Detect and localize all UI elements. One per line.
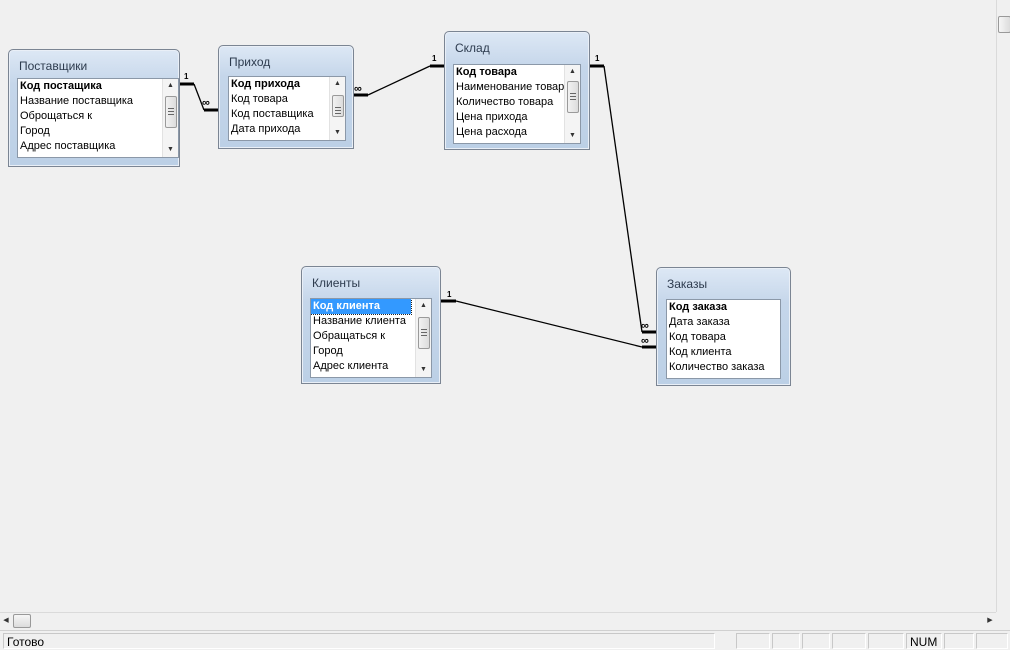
one-label: 1 xyxy=(432,54,437,63)
scroll-up-arrow-icon[interactable]: ▲ xyxy=(334,80,341,87)
field-list[interactable]: Код товара Наименование товара Количеств… xyxy=(453,64,581,144)
relationship-stock-orders[interactable]: 1 ∞ xyxy=(589,54,657,334)
field-list-scrollbar[interactable]: ▲ ▼ xyxy=(329,77,345,140)
one-label: 1 xyxy=(184,72,189,81)
table-title[interactable]: Заказы xyxy=(667,277,708,291)
field-item[interactable]: Обращаться к xyxy=(313,330,386,342)
field-item[interactable]: Код прихода xyxy=(231,78,300,90)
status-panel xyxy=(802,633,830,649)
scroll-thumb[interactable] xyxy=(165,96,177,128)
scroll-down-arrow-icon[interactable]: ▼ xyxy=(420,366,427,373)
field-item[interactable]: Дата прихода xyxy=(231,123,301,135)
scroll-down-arrow-icon[interactable]: ▼ xyxy=(569,132,576,139)
scroll-thumb[interactable] xyxy=(332,95,344,117)
field-item[interactable]: Количество заказа xyxy=(669,361,765,373)
field-item[interactable]: Код товара xyxy=(231,93,288,105)
status-panel xyxy=(832,633,866,649)
field-list[interactable]: Код заказа Дата заказа Код товара Код кл… xyxy=(666,299,781,379)
field-list[interactable]: Код постащика Название поставщика Оброща… xyxy=(17,78,179,158)
status-panel xyxy=(944,633,974,649)
field-item[interactable]: Адрес клиента xyxy=(313,360,389,372)
status-message: Готово xyxy=(3,633,715,649)
scroll-left-arrow-icon[interactable]: ◀ xyxy=(3,617,9,624)
table-clients[interactable]: Клиенты Код клиента Название клиента Обр… xyxy=(301,266,441,384)
table-incoming[interactable]: Приход Код прихода Код товара Код постав… xyxy=(218,45,354,149)
scroll-down-arrow-icon[interactable]: ▼ xyxy=(167,146,174,153)
scroll-up-arrow-icon[interactable]: ▲ xyxy=(167,82,174,89)
status-bar: Готово NUM xyxy=(0,630,1010,650)
scroll-thumb[interactable] xyxy=(567,81,579,113)
field-item[interactable]: Оброщаться к xyxy=(20,110,93,122)
field-list-scrollbar[interactable]: ▲ ▼ xyxy=(564,65,580,143)
field-item[interactable]: Город xyxy=(313,345,343,357)
field-list[interactable]: Код прихода Код товара Код поставщика Да… xyxy=(228,76,346,141)
many-label: ∞ xyxy=(354,83,362,95)
field-item-selected[interactable]: Код клиента xyxy=(311,299,412,315)
scroll-up-arrow-icon[interactable]: ▲ xyxy=(569,68,576,75)
scroll-up-arrow-icon[interactable]: ▲ xyxy=(420,302,427,309)
scroll-thumb[interactable] xyxy=(418,317,430,349)
table-title[interactable]: Клиенты xyxy=(312,276,361,290)
one-label: 1 xyxy=(447,290,452,299)
field-item[interactable]: Код клиента xyxy=(669,346,732,358)
field-item[interactable]: Цена прихода xyxy=(456,111,528,123)
many-label: ∞ xyxy=(641,320,649,332)
field-item[interactable]: Наименование товара xyxy=(456,81,571,93)
many-label: ∞ xyxy=(641,335,649,347)
relationships-canvas[interactable]: 1 ∞ ∞ 1 1 ∞ 1 ∞ Поставщики xyxy=(0,0,996,612)
table-stock[interactable]: Склад Код товара Наименование товара Кол… xyxy=(444,31,590,150)
table-title[interactable]: Приход xyxy=(229,55,271,69)
table-orders[interactable]: Заказы Код заказа Дата заказа Код товара… xyxy=(656,267,791,386)
scroll-thumb[interactable] xyxy=(998,16,1010,33)
table-title[interactable]: Склад xyxy=(455,41,490,55)
table-suppliers[interactable]: Поставщики Код постащика Название постав… xyxy=(8,49,180,167)
field-item[interactable]: Код заказа xyxy=(669,301,727,313)
status-panel xyxy=(976,633,1008,649)
scrollbar-corner xyxy=(996,612,1010,628)
relationship-clients-orders[interactable]: 1 ∞ xyxy=(441,290,657,349)
field-item[interactable]: Адрес поставщика xyxy=(20,140,116,152)
many-label: ∞ xyxy=(202,97,210,109)
scroll-thumb[interactable] xyxy=(13,614,31,628)
scroll-down-arrow-icon[interactable]: ▼ xyxy=(334,129,341,136)
field-item[interactable]: Код поставщика xyxy=(231,108,314,120)
field-item[interactable]: Дата заказа xyxy=(669,316,730,328)
one-label: 1 xyxy=(595,54,600,63)
relationship-incoming-stock[interactable]: ∞ 1 xyxy=(353,54,445,97)
horizontal-scrollbar[interactable]: ◀ ▶ xyxy=(0,612,996,629)
field-item[interactable]: Название клиента xyxy=(313,315,406,327)
field-item[interactable]: Цена расхода xyxy=(456,126,528,138)
scroll-right-arrow-icon[interactable]: ▶ xyxy=(987,617,993,624)
table-title[interactable]: Поставщики xyxy=(19,59,88,73)
field-list-scrollbar[interactable]: ▲ ▼ xyxy=(162,79,178,157)
status-panel xyxy=(868,633,904,649)
field-item[interactable]: Количество товара xyxy=(456,96,554,108)
num-lock-indicator: NUM xyxy=(906,633,942,649)
field-item[interactable]: Название поставщика xyxy=(20,95,134,107)
field-item[interactable]: Код товара xyxy=(669,331,726,343)
field-list-scrollbar[interactable]: ▲ ▼ xyxy=(415,299,431,377)
relationship-suppliers-incoming[interactable]: 1 ∞ xyxy=(179,72,219,112)
field-item[interactable]: Город xyxy=(20,125,50,137)
status-panel xyxy=(772,633,800,649)
relationship-lines: 1 ∞ ∞ 1 1 ∞ 1 ∞ xyxy=(179,54,657,349)
field-list[interactable]: Код клиента Название клиента Обращаться … xyxy=(310,298,432,378)
field-item[interactable]: Код постащика xyxy=(20,80,102,92)
status-panel xyxy=(736,633,770,649)
vertical-scrollbar[interactable] xyxy=(996,0,1010,612)
field-item[interactable]: Код товара xyxy=(456,66,517,78)
